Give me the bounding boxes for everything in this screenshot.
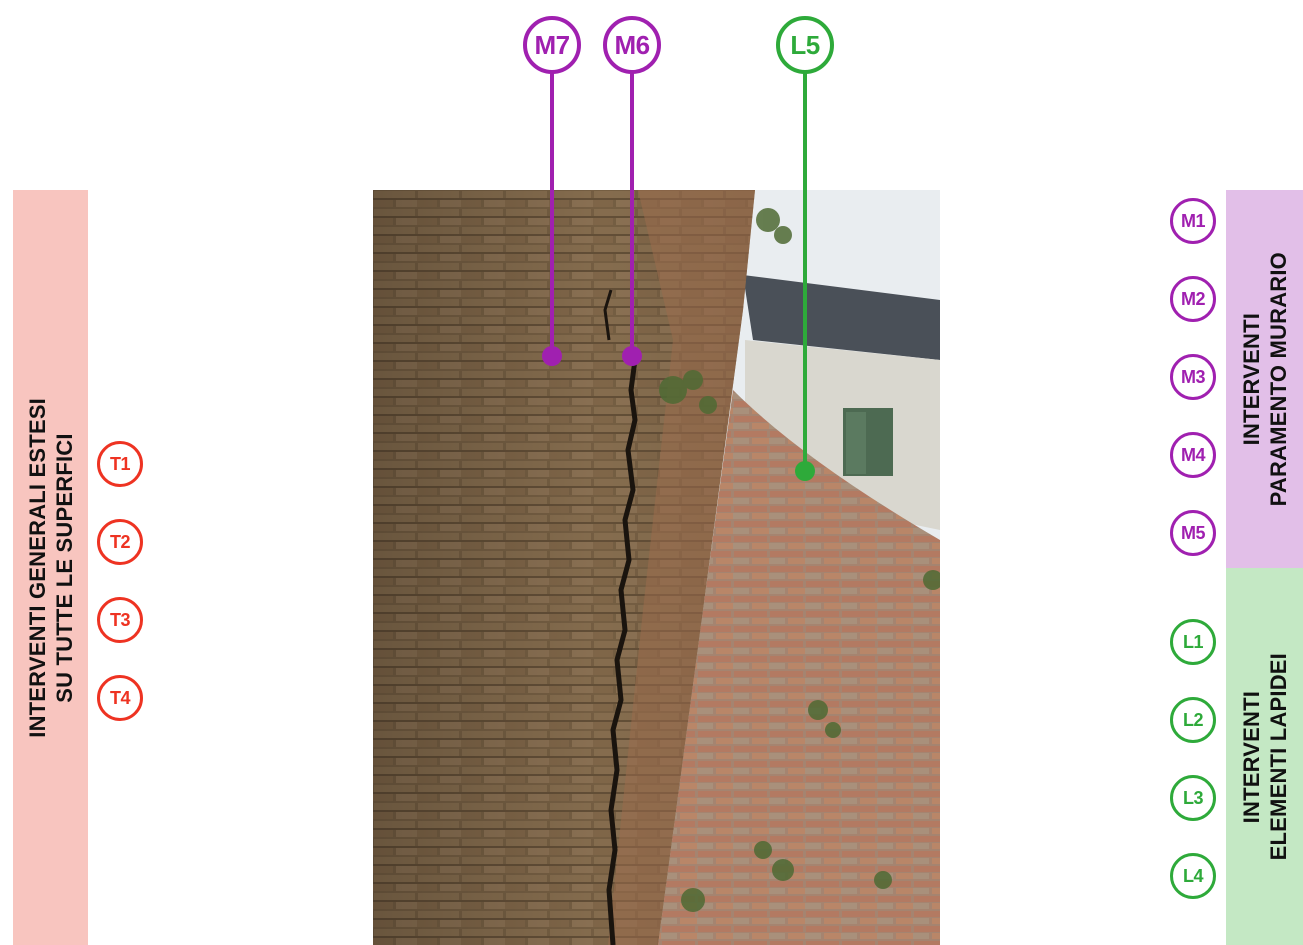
panel-title-line-2: PARAMENTO MURARIO	[1265, 251, 1291, 507]
badge-t4[interactable]: T4	[97, 675, 143, 721]
badge-m2[interactable]: M2	[1170, 276, 1216, 322]
general-interventions-title: INTERVENTI GENERALI ESTESI SU TUTTE LE S…	[24, 398, 78, 738]
panel-title-line-1: INTERVENTI	[1238, 690, 1264, 823]
badge-t2[interactable]: T2	[97, 519, 143, 565]
badge-t3[interactable]: T3	[97, 597, 143, 643]
brick-wall-photo	[373, 190, 940, 945]
badge-l4[interactable]: L4	[1170, 853, 1216, 899]
m7-target-dot	[542, 346, 562, 366]
badge-m3[interactable]: M3	[1170, 354, 1216, 400]
callout-l5[interactable]: L5	[776, 16, 834, 74]
callout-m7[interactable]: M7	[523, 16, 581, 74]
callout-m6[interactable]: M6	[603, 16, 661, 74]
badge-m4[interactable]: M4	[1170, 432, 1216, 478]
masonry-interventions-title: INTERVENTI PARAMENTO MURARIO	[1238, 252, 1292, 506]
badge-m5[interactable]: M5	[1170, 510, 1216, 556]
badge-l1[interactable]: L1	[1170, 619, 1216, 665]
panel-title-line-2: SU TUTTE LE SUPERFICI	[51, 432, 77, 703]
general-interventions-panel: INTERVENTI GENERALI ESTESI SU TUTTE LE S…	[13, 190, 88, 945]
m6-leader-line	[630, 70, 634, 355]
masonry-interventions-panel: INTERVENTI PARAMENTO MURARIO	[1226, 190, 1303, 568]
l5-target-dot	[795, 461, 815, 481]
badge-m1[interactable]: M1	[1170, 198, 1216, 244]
panel-title-line-1: INTERVENTI GENERALI ESTESI	[24, 397, 50, 738]
panel-title-line-2: ELEMENTI LAPIDEI	[1265, 652, 1291, 861]
l5-leader-line	[803, 70, 807, 470]
stone-interventions-title: INTERVENTI ELEMENTI LAPIDEI	[1238, 653, 1292, 860]
stone-interventions-panel: INTERVENTI ELEMENTI LAPIDEI	[1226, 568, 1303, 945]
panel-title-line-1: INTERVENTI	[1238, 312, 1264, 446]
badge-t1[interactable]: T1	[97, 441, 143, 487]
badge-l3[interactable]: L3	[1170, 775, 1216, 821]
m6-target-dot	[622, 346, 642, 366]
badge-l2[interactable]: L2	[1170, 697, 1216, 743]
m7-leader-line	[550, 70, 554, 355]
